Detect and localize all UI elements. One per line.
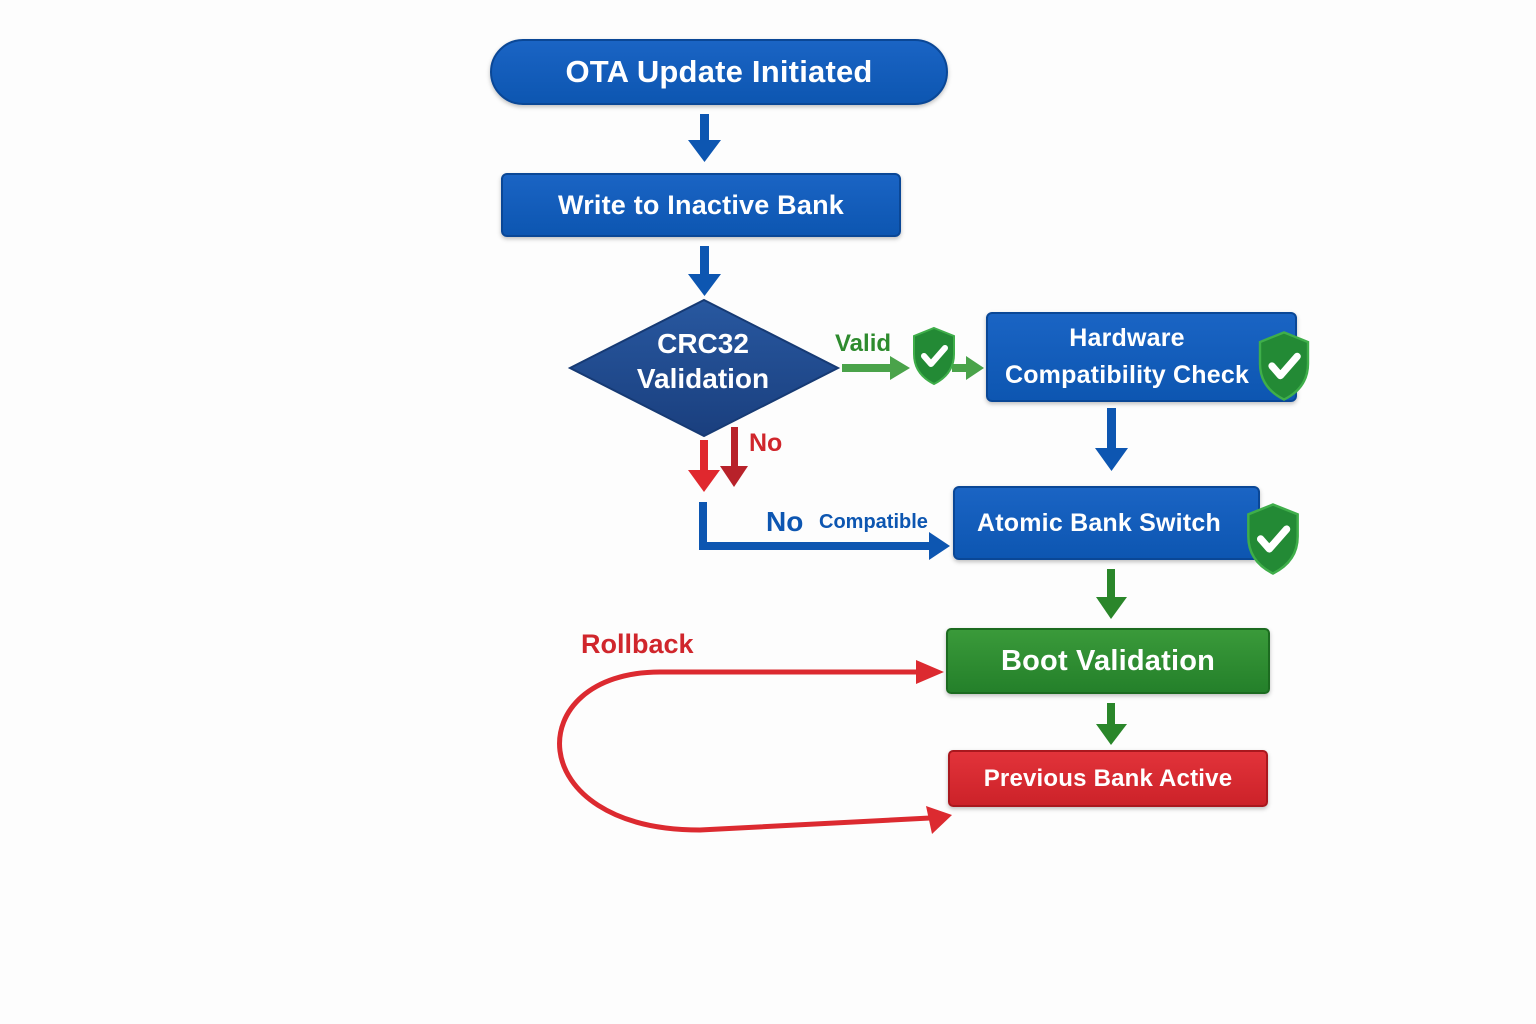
shield-check-icon	[1247, 503, 1299, 575]
edge-label-rollback: Rollback	[581, 629, 694, 659]
crc-decision-label: CRC32 Validation	[570, 326, 836, 396]
arrow-hardware-to-atomic	[1095, 408, 1128, 471]
shield-check-icon	[1258, 331, 1310, 401]
crc-decision-diamond[interactable]	[567, 298, 841, 438]
node-label: Atomic Bank Switch	[977, 508, 1221, 537]
arrow-no-red	[688, 427, 748, 492]
node-label: Boot Validation	[1000, 644, 1216, 677]
arrow-atomic-to-boot	[1096, 569, 1127, 619]
edge-label-valid: Valid	[835, 330, 892, 357]
arrow-rollback-loop	[557, 660, 952, 834]
edge-label-no-red: No	[749, 429, 783, 457]
node-hardware-compatibility-check[interactable]: Hardware Compatibility Check	[986, 312, 1297, 402]
shield-check-icon	[913, 326, 955, 386]
node-write-inactive-bank[interactable]: Write to Inactive Bank	[501, 173, 901, 237]
arrow-write-to-crc	[688, 246, 721, 296]
edge-label-compatible: Compatible	[819, 511, 928, 533]
arrow-boot-to-previous	[1096, 703, 1127, 745]
hw-label-line1: Hardware	[1069, 324, 1185, 352]
node-boot-validation[interactable]: Boot Validation	[946, 628, 1270, 694]
node-label: OTA Update Initiated	[565, 54, 873, 89]
node-label: Write to Inactive Bank	[558, 189, 844, 220]
hw-label-line2: Compatibility Check	[1004, 361, 1250, 389]
node-atomic-bank-switch[interactable]: Atomic Bank Switch	[953, 486, 1260, 560]
node-previous-bank-active[interactable]: Previous Bank Active	[948, 750, 1268, 807]
node-label: Previous Bank Active	[983, 764, 1233, 792]
crc-label-line1: CRC32	[657, 328, 749, 359]
arrow-valid	[842, 356, 984, 380]
arrow-no-compatible	[699, 502, 950, 560]
arrow-start-to-write	[688, 114, 721, 162]
crc-label-line2: Validation	[636, 363, 770, 394]
node-ota-update-initiated[interactable]: OTA Update Initiated	[490, 39, 948, 105]
edge-label-no-blue: No	[766, 506, 804, 537]
